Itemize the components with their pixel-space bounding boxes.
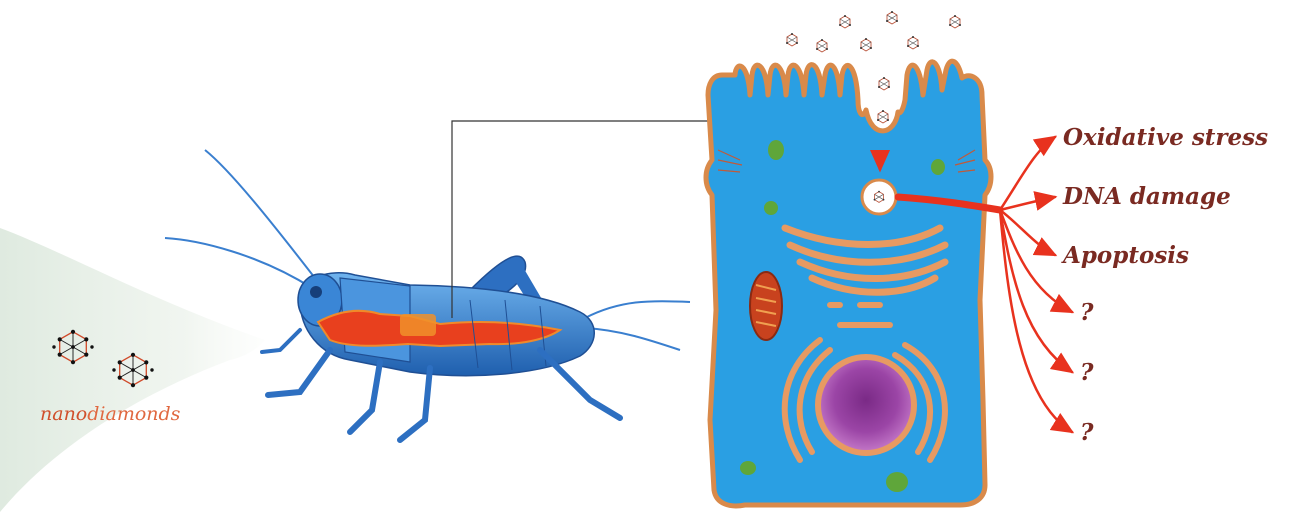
green-organelle <box>886 472 908 492</box>
nucleus <box>818 357 914 453</box>
outcome-unknown-3: ? <box>1080 419 1094 446</box>
green-organelle <box>768 140 784 160</box>
cricket-illustration <box>165 150 690 440</box>
outcome-apoptosis: Apoptosis <box>1061 242 1189 269</box>
green-organelle <box>740 461 756 475</box>
outcome-dna-damage: DNA damage <box>1062 183 1231 210</box>
outcome-unknown-1: ? <box>1080 299 1094 326</box>
green-organelle <box>931 159 945 175</box>
green-organelle <box>764 201 778 215</box>
outcome-oxidative-stress: Oxidative stress <box>1063 124 1268 151</box>
nanodiamonds-label: nanodiamonds <box>40 403 181 425</box>
mitochondrion <box>750 272 782 340</box>
outcome-unknown-2: ? <box>1080 359 1094 386</box>
epithelial-cell <box>706 61 991 506</box>
